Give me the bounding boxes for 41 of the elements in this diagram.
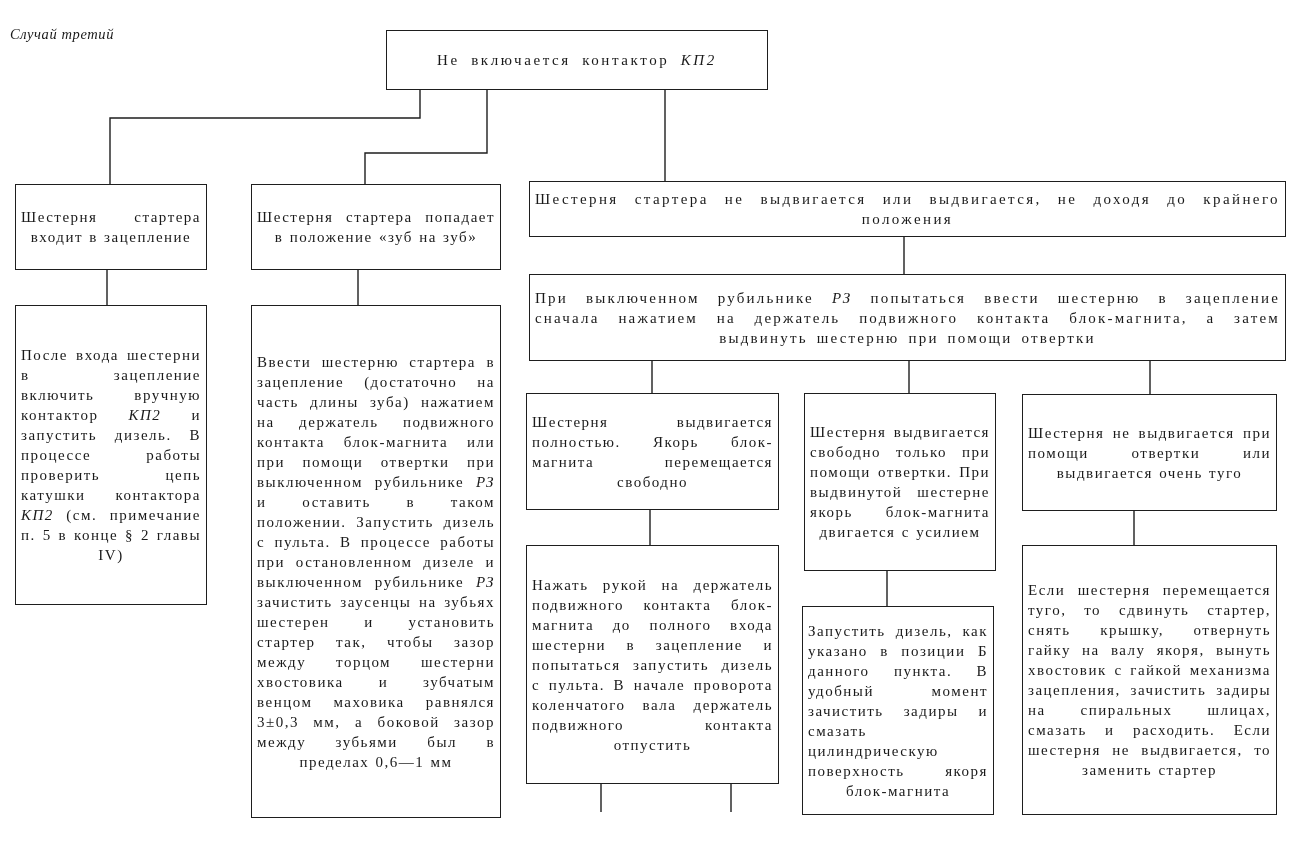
process-box [15, 305, 207, 605]
step-text: Шестерня выдвигается полностью. Якорь блок-магнита перемещается свободно [532, 412, 773, 492]
connector-line [908, 360, 910, 394]
process-box [802, 606, 994, 815]
connector-line [106, 269, 108, 306]
step-text: Не включается контактор КП2 [436, 51, 718, 70]
connector-line [357, 269, 359, 306]
step-text: Ввести шестерню стартера в зацепление (достаточно на часть длины зуба) нажатием на держатель подвижного контакта блок-магнита или при помощи отвертки при выключенном рубильнике РЗ и оставить в таком положении. Запустить дизель с пульта. В процессе работы при остановленном дизеле и выключенном рубильнике РЗ зачистить заусенцы на зубьях шестерен и установить стартер так, чтобы зазор между торцом шестерни хвостовика и зубчатым венцом маховика равнялся 3±0,3 мм, а боковой зазор между зубьями был в пределах 0,6—1 мм [257, 352, 495, 772]
connector-line [600, 783, 602, 813]
connector-line [886, 570, 888, 607]
step-text: Шестерня стартера попадает в положение «зуб на зуб» [257, 208, 495, 247]
step-text: Шестерня не выдвигается при помощи отвертки или выдвигается очень туго [1028, 423, 1271, 483]
connector-line [364, 89, 488, 185]
step-text: Нажать рукой на держатель подвижного контакта блок-магнита до полного входа шестерни в зацепление и попытаться запустить дизель с пульта. В начале проворота коленчатого вала держатель подвижного контакта отпустить [532, 575, 773, 755]
process-box [526, 545, 779, 784]
process-box [526, 393, 779, 510]
step-text: Шестерня стартера входит в зацепление [21, 208, 201, 247]
connector-line [1149, 360, 1151, 395]
step-text: Если шестерня перемещается туго, то сдвинуть стартер, снять крышку, отвернуть гайку на валу якоря, вынуть хвостовик с гайкой механизма зацепления, зачистить задиры на спиральных шлицах, смазать и расходить. Если шестерня не выдвигается, то заменить стартер [1028, 581, 1271, 780]
connector-line [1133, 510, 1135, 546]
process-box [1022, 394, 1277, 511]
connector-line [664, 89, 666, 182]
step-text: После входа шестерни в зацепление включить вручную контактор КП2 и запустить дизель. В процессе работы проверить цепь катушки контактора КП2 (см. примечание п. 5 в конце § 2 главы IV) [21, 346, 201, 565]
connector-line [649, 509, 651, 546]
step-text: Шестерня выдвигается свободно только при помощи отвертки. При выдвинутой шестерне якорь блок-магнита двигается с усилием [810, 423, 990, 542]
process-box [15, 184, 207, 270]
process-box [529, 274, 1286, 361]
connector-line [730, 783, 732, 813]
connector-line [903, 236, 905, 275]
step-text: При выключенном рубильнике РЗ попытаться ввести шестерню в зацепление сначала нажатием на держатель подвижного контакта блок-магнита, а затем выдвинуть шестерню при помощи отвертки [535, 288, 1280, 348]
connector-line [109, 89, 421, 185]
connector-line [651, 360, 653, 394]
process-box [251, 305, 501, 818]
process-box [1022, 545, 1277, 815]
case-heading: Случай третий [10, 26, 115, 43]
problem-box [386, 30, 768, 90]
step-text: Шестерня стартера не выдвигается или выдвигается, не доходя до крайнего положения [535, 190, 1280, 229]
process-box [804, 393, 996, 571]
process-box [251, 184, 501, 270]
process-box [529, 181, 1286, 237]
step-text: Запустить дизель, как указано в позиции Б данного пункта. В удобный момент зачистить задиры и смазать цилиндрическую поверхность якоря блок-магнита [808, 621, 988, 801]
